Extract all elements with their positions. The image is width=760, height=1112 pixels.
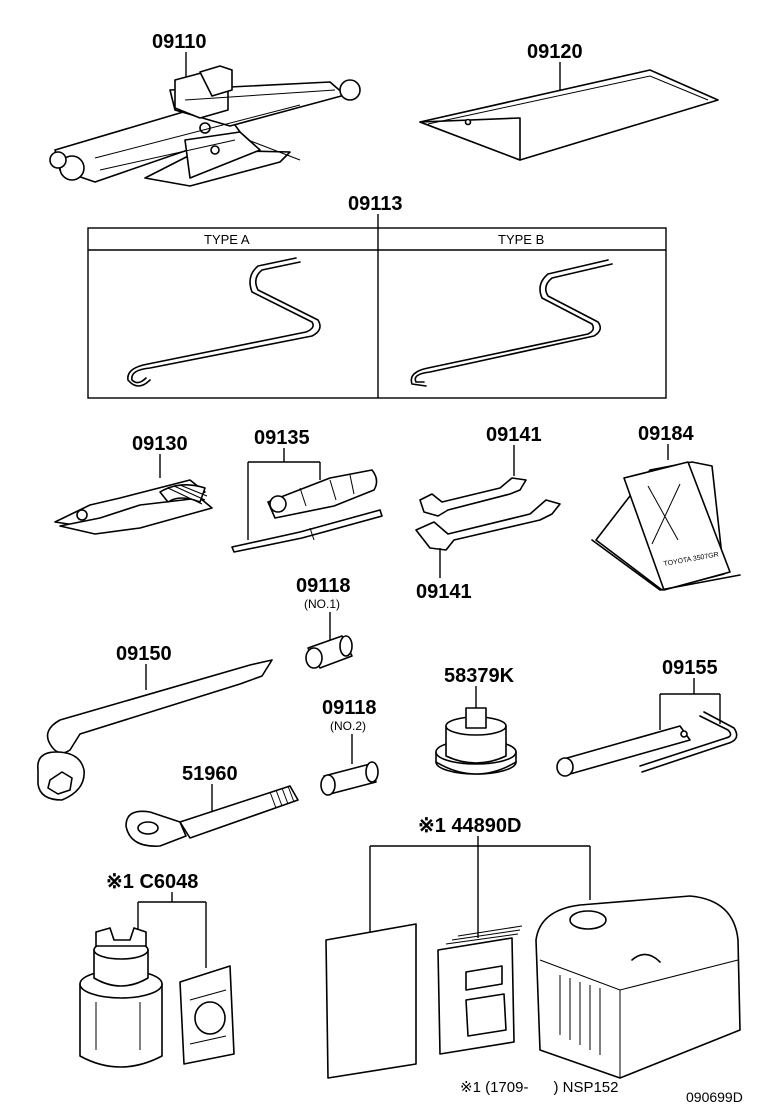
scissor-jack-icon <box>49 65 361 187</box>
sealant-sticker-icon <box>179 965 235 1065</box>
diagram-code: 090699D <box>686 1089 743 1105</box>
label-warning-triangle[interactable]: 09184 <box>638 423 694 445</box>
label-wrench-upper[interactable]: 09141 <box>486 424 542 446</box>
wrench-icon <box>415 477 561 551</box>
label-repair-kit[interactable]: ※1 44890D <box>418 815 522 837</box>
label-screwdriver[interactable]: 09135 <box>254 427 310 449</box>
instruction-cards-icon <box>437 925 523 1055</box>
screwdriver-icon <box>231 469 383 553</box>
type-b-header: TYPE B <box>498 232 544 247</box>
label-tool-bag[interactable]: 09120 <box>527 41 583 63</box>
jack-handle-b-icon <box>410 259 613 387</box>
label-pliers[interactable]: 09130 <box>132 433 188 455</box>
warning-triangle-icon: TOYOTA 3507GR <box>591 461 741 591</box>
sealant-bottle-icon <box>79 927 163 1068</box>
label-socket-no1-sub: (NO.1) <box>304 597 340 611</box>
label-jack[interactable]: 09110 <box>152 31 207 53</box>
type-a-header: TYPE A <box>204 232 250 247</box>
pliers-icon <box>54 479 213 535</box>
label-wheel-nut-wrench[interactable]: 09150 <box>116 643 172 665</box>
type-table: TYPE A TYPE B <box>87 227 667 399</box>
label-adapter[interactable]: 58379K <box>444 665 515 687</box>
adapter-icon <box>435 707 517 775</box>
label-wrench-lower[interactable]: 09141 <box>416 581 472 603</box>
socket-icon <box>305 635 353 669</box>
label-socket-no1[interactable]: 09118 <box>296 575 351 597</box>
extension-bar-icon <box>556 711 738 777</box>
compressor-icon <box>535 895 741 1079</box>
socket-no2-icon <box>320 761 379 796</box>
footnote: ※1 (1709- ) NSP152 <box>460 1079 618 1096</box>
label-socket-no2-sub: (NO.2) <box>330 719 366 733</box>
manual-sheet-icon <box>325 923 417 1079</box>
label-sealant-kit[interactable]: ※1 C6048 <box>106 871 198 893</box>
label-jack-handle[interactable]: 09113 <box>348 193 403 215</box>
towing-eye-icon <box>125 785 299 847</box>
tool-bag-icon <box>419 69 719 161</box>
label-towing-eyelet[interactable]: 51960 <box>182 763 238 785</box>
label-socket-no2[interactable]: 09118 <box>322 697 377 719</box>
jack-handle-icon <box>127 257 321 387</box>
label-extension-bar[interactable]: 09155 <box>662 657 718 679</box>
lug-wrench-icon <box>37 659 273 801</box>
